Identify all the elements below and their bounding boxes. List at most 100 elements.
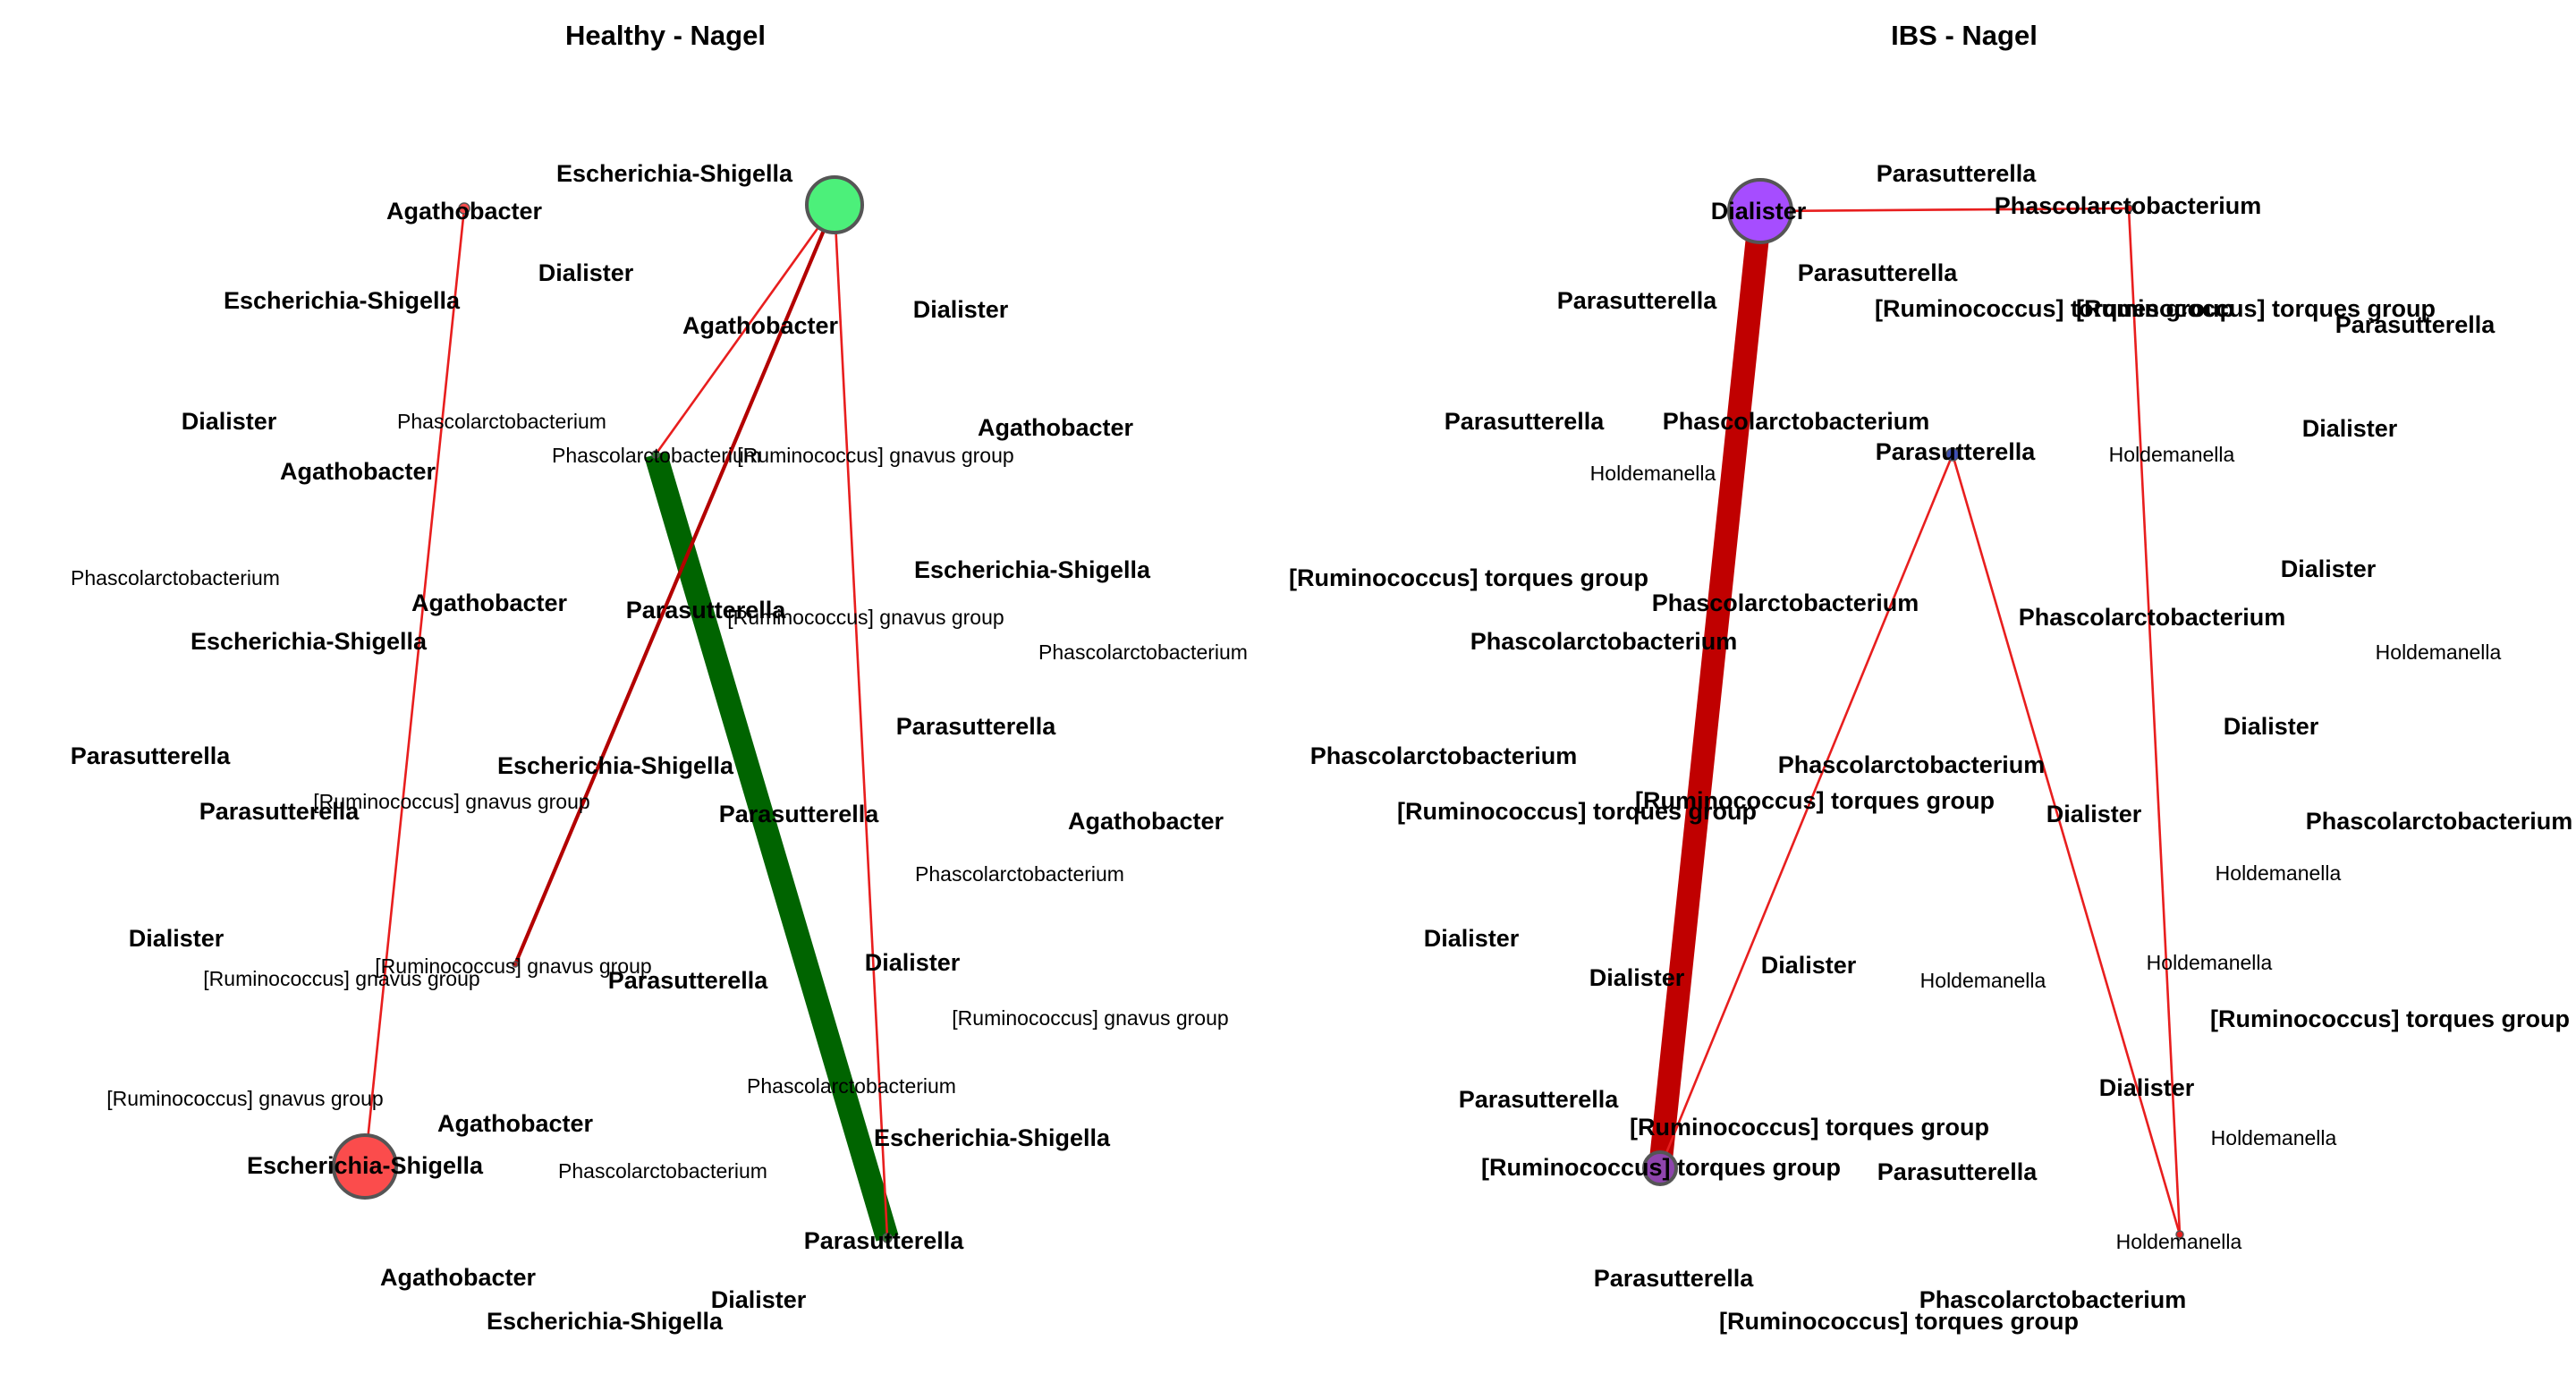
edges-ibs xyxy=(1648,207,2182,1235)
node-label-ibs-6: [Ruminococcus] torques group xyxy=(2076,295,2436,322)
labels-healthy: Escherichia-ShigellaAgathobacterDialiste… xyxy=(71,160,1248,1335)
node-label-healthy-41: Dialister xyxy=(711,1286,807,1313)
node-label-ibs-17: Phascolarctobacterium xyxy=(2019,604,2286,631)
node-label-healthy-0: Escherichia-Shigella xyxy=(556,160,793,187)
node-label-ibs-34: Parasutterella xyxy=(1459,1086,1620,1113)
node-label-healthy-35: Agathobacter xyxy=(437,1110,594,1137)
node-label-ibs-14: Dialister xyxy=(2281,556,2377,582)
node-label-ibs-25: Dialister xyxy=(2046,801,2142,827)
edge-healthy-0 xyxy=(644,451,899,1242)
node-label-ibs-28: Dialister xyxy=(1424,925,1520,952)
node-label-healthy-22: [Ruminococcus] gnavus group xyxy=(313,790,589,813)
node-label-ibs-43: [Ruminococcus] torques group xyxy=(1719,1308,2079,1335)
node-label-healthy-36: Escherichia-Shigella xyxy=(874,1124,1111,1151)
node-label-healthy-40: Agathobacter xyxy=(380,1264,537,1291)
nodes-healthy xyxy=(332,175,893,1243)
edge-healthy-1 xyxy=(654,204,836,455)
node-label-healthy-29: Dialister xyxy=(865,949,961,976)
node-label-ibs-7: Parasutterella xyxy=(2335,311,2496,338)
node-label-ibs-22: Phascolarctobacterium xyxy=(1778,751,2046,778)
node-i_phascol xyxy=(2124,204,2133,213)
node-label-healthy-26: Phascolarctobacterium xyxy=(915,862,1124,886)
node-label-healthy-28: [Ruminococcus] gnavus group xyxy=(375,954,651,978)
node-label-ibs-13: [Ruminococcus] torques group xyxy=(1289,564,1648,591)
node-label-healthy-8: Agathobacter xyxy=(978,414,1134,441)
node-label-ibs-30: Holdemanella xyxy=(1920,969,2046,992)
node-label-ibs-8: Phascolarctobacterium xyxy=(1663,408,1930,435)
node-label-healthy-4: Dialister xyxy=(913,296,1009,323)
node-label-ibs-9: Dialister xyxy=(2302,415,2398,442)
edges-healthy xyxy=(363,204,899,1242)
node-label-ibs-11: Holdemanella xyxy=(1590,462,1716,485)
node-label-healthy-5: Agathobacter xyxy=(682,312,839,339)
node-label-healthy-23: Parasutterella xyxy=(719,801,880,827)
node-label-ibs-38: [Ruminococcus] torques group xyxy=(1481,1154,1841,1181)
edge-ibs-2 xyxy=(1658,454,1954,1169)
node-label-ibs-18: Phascolarctobacterium xyxy=(1470,628,1738,655)
panel-ibs: IBS - Nagel ParasutterellaPhascolarctoba… xyxy=(1289,20,2572,1335)
node-label-ibs-27: Holdemanella xyxy=(2216,861,2342,885)
node-label-ibs-1: Phascolarctobacterium xyxy=(1995,192,2262,219)
node-label-healthy-15: Parasutterella xyxy=(626,597,787,623)
panel-title-ibs: IBS - Nagel xyxy=(1891,20,2038,51)
node-label-ibs-33: [Ruminococcus] torques group xyxy=(2210,1005,2570,1032)
node-label-ibs-32: Holdemanella xyxy=(2147,951,2273,974)
node-label-healthy-18: Phascolarctobacterium xyxy=(1038,640,1248,664)
node-h_phascol xyxy=(651,450,660,459)
node-h_escherichia xyxy=(332,1133,398,1200)
node-label-healthy-38: Phascolarctobacterium xyxy=(558,1159,767,1183)
node-label-healthy-19: Parasutterella xyxy=(896,713,1057,740)
node-label-healthy-11: Agathobacter xyxy=(280,458,436,485)
node-label-ibs-15: Phascolarctobacterium xyxy=(1652,589,1919,616)
edge-healthy-4 xyxy=(363,208,466,1167)
node-h_parasutterella xyxy=(882,1233,893,1243)
node-label-healthy-3: Escherichia-Shigella xyxy=(224,287,461,314)
node-label-ibs-16: Parasutterella xyxy=(1876,438,2037,465)
node-i_rumtorques xyxy=(1642,1150,1678,1186)
edge-ibs-4 xyxy=(2127,208,2182,1235)
node-label-healthy-2: Dialister xyxy=(538,259,634,286)
node-label-ibs-24: [Ruminococcus] torques group xyxy=(1635,787,1995,814)
node-label-healthy-39: Parasutterella xyxy=(804,1227,965,1254)
node-label-healthy-12: Phascolarctobacterium xyxy=(71,566,280,589)
node-label-healthy-27: Dialister xyxy=(129,925,225,952)
node-label-healthy-13: Agathobacter xyxy=(411,589,568,616)
node-label-ibs-2: Dialister xyxy=(1711,198,1807,225)
node-label-ibs-20: Dialister xyxy=(2224,713,2319,740)
node-label-ibs-3: Parasutterella xyxy=(1798,259,1959,286)
node-label-healthy-32: [Ruminococcus] gnavus group xyxy=(952,1006,1228,1030)
node-label-healthy-10: [Ruminococcus] gnavus group xyxy=(737,444,1013,467)
node-label-healthy-14: Escherichia-Shigella xyxy=(191,628,428,655)
node-label-healthy-37: Escherichia-Shigella xyxy=(247,1152,484,1179)
edge-ibs-1 xyxy=(1759,207,2130,213)
node-h_agathobacter xyxy=(458,202,470,215)
node-label-ibs-31: Dialister xyxy=(1589,964,1685,991)
node-label-ibs-21: Phascolarctobacterium xyxy=(1310,742,1578,769)
node-i_dialister xyxy=(1727,178,1793,244)
edge-healthy-3 xyxy=(833,204,889,1239)
node-label-healthy-6: Dialister xyxy=(182,408,277,435)
node-i_parasutterella xyxy=(1945,447,1960,462)
node-label-healthy-16: [Ruminococcus] gnavus group xyxy=(727,606,1004,629)
node-label-healthy-25: Parasutterella xyxy=(199,798,360,825)
edge-ibs-0 xyxy=(1648,209,1772,1170)
node-label-healthy-20: Parasutterella xyxy=(71,742,232,769)
labels-ibs: ParasutterellaPhascolarctobacteriumDiali… xyxy=(1289,160,2572,1335)
node-label-healthy-17: Escherichia-Shigella xyxy=(914,556,1151,583)
node-label-ibs-29: Dialister xyxy=(1761,952,1857,979)
node-label-healthy-21: Escherichia-Shigella xyxy=(497,752,734,779)
panel-healthy: Healthy - Nagel Escherichia-ShigellaAgat… xyxy=(71,20,1248,1335)
nodes-ibs xyxy=(1642,178,2184,1239)
node-label-ibs-0: Parasutterella xyxy=(1877,160,2038,187)
node-label-healthy-30: [Ruminococcus] gnavus group xyxy=(203,967,479,990)
node-label-ibs-37: Holdemanella xyxy=(2211,1126,2337,1149)
node-label-ibs-40: Holdemanella xyxy=(2116,1230,2242,1253)
edge-healthy-2 xyxy=(513,204,836,965)
edge-ibs-3 xyxy=(1951,454,2182,1235)
node-label-healthy-42: Escherichia-Shigella xyxy=(487,1308,724,1335)
node-label-ibs-36: [Ruminococcus] torques group xyxy=(1630,1114,1989,1141)
node-label-ibs-19: Holdemanella xyxy=(2376,640,2502,664)
node-label-healthy-24: Agathobacter xyxy=(1068,808,1224,835)
node-i_holdemanella xyxy=(2175,1230,2184,1239)
